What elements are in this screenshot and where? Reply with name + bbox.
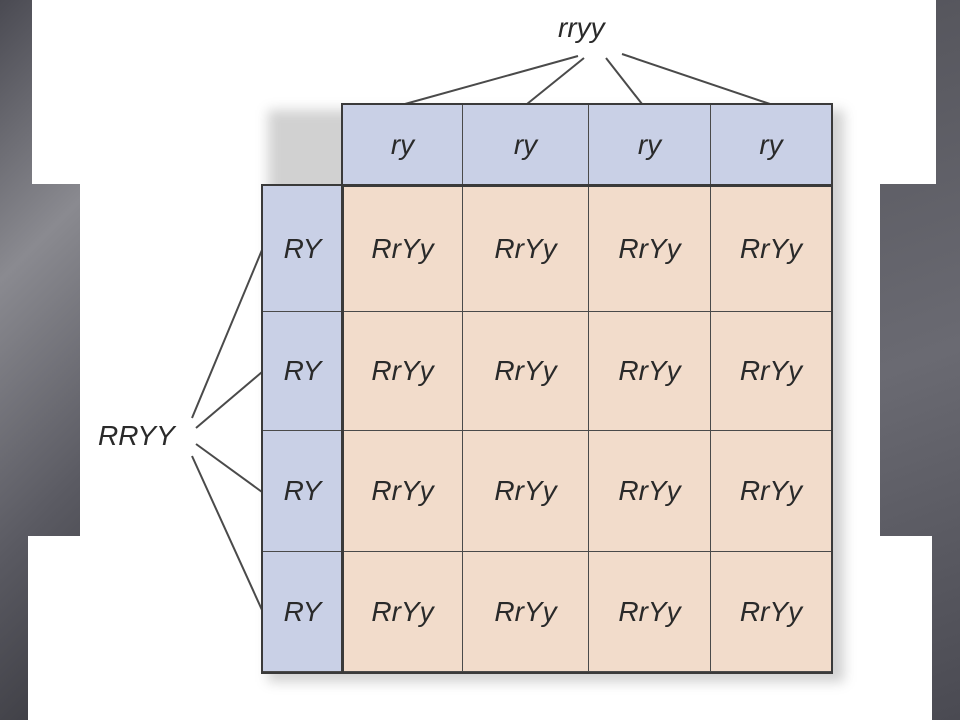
offspring-cell: RrYy <box>588 430 711 552</box>
gamete-label: ry <box>637 129 662 160</box>
offspring-genotype: RrYy <box>494 232 557 264</box>
gamete-label: RY <box>283 595 322 627</box>
offspring-genotype: RrYy <box>618 595 681 627</box>
gamete-label: ry <box>513 129 538 160</box>
offspring-genotype: RrYy <box>618 355 681 386</box>
left-gamete-cell: RY <box>262 185 343 312</box>
top-gamete-cell: ry <box>462 104 589 186</box>
offspring-genotype: RrYy <box>494 475 557 506</box>
top-header-frame <box>341 103 833 187</box>
offspring-cell: RrYy <box>710 185 832 312</box>
left-column-frame <box>261 184 344 674</box>
offspring-cell: RrYy <box>342 311 463 431</box>
gamete-label: RY <box>283 355 322 386</box>
gamete-label: RY <box>283 475 322 506</box>
left-gamete-cell: RY <box>262 311 343 431</box>
offspring-genotype: RrYy <box>494 355 557 386</box>
offspring-genotype: RrYy <box>371 475 434 506</box>
gamete-label: ry <box>759 129 783 160</box>
offspring-genotype: RrYy <box>371 232 434 264</box>
left-gamete-cell: RY <box>262 430 343 552</box>
offspring-genotype: RrYy <box>739 595 803 627</box>
offspring-genotype: RrYy <box>739 232 803 264</box>
offspring-genotype: RrYy <box>739 475 803 506</box>
offspring-genotype: RrYy <box>618 475 681 506</box>
offspring-genotype: RrYy <box>371 595 434 627</box>
offspring-genotype: RrYy <box>371 355 434 386</box>
offspring-genotype: RrYy <box>618 232 681 264</box>
punnett-grid-frame <box>341 184 833 674</box>
offspring-cell: RrYy <box>462 185 589 312</box>
offspring-cell: RrYy <box>588 185 711 312</box>
offspring-cell: RrYy <box>710 311 832 431</box>
offspring-genotype: RrYy <box>494 595 557 627</box>
left-parent-genotype: RRYY <box>98 420 175 451</box>
top-parent-genotype: rryy <box>558 12 605 43</box>
offspring-cell: RrYy <box>462 551 589 672</box>
offspring-cell: RrYy <box>462 430 589 552</box>
gamete-label: RY <box>283 232 322 264</box>
top-gamete-cell: ry <box>710 104 832 186</box>
offspring-cell: RrYy <box>342 430 463 552</box>
gamete-label: ry <box>390 129 415 160</box>
top-gamete-cell: ry <box>588 104 711 186</box>
offspring-cell: RrYy <box>588 311 711 431</box>
offspring-genotype: RrYy <box>739 355 803 386</box>
offspring-cell: RrYy <box>342 551 463 672</box>
